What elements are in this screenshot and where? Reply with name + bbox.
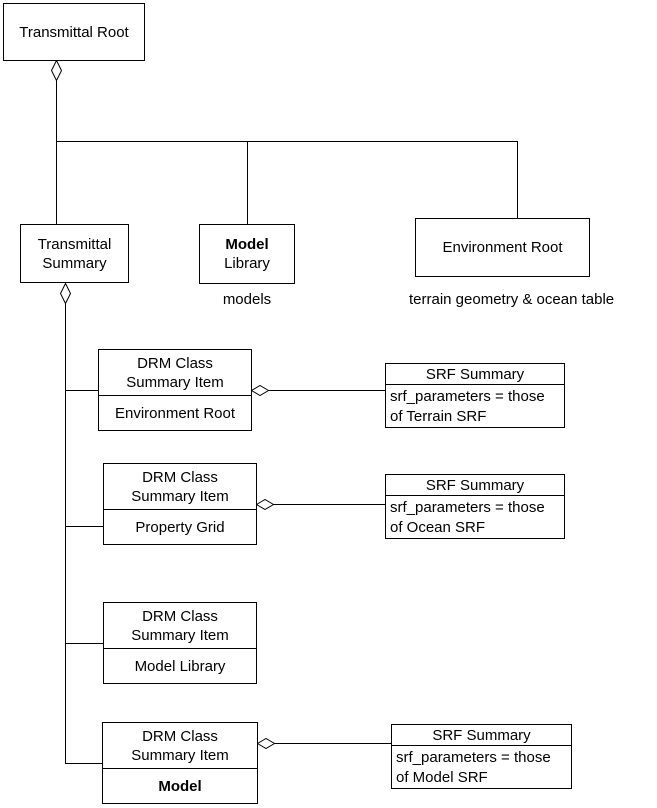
connector-branch-to-environment-root [517, 141, 518, 218]
drm-item-value-text: Property Grid [135, 518, 225, 536]
connector-summary-trunk [65, 302, 66, 764]
srf-body-line2: of Ocean SRF [390, 519, 486, 536]
srf-body-line2: of Model SRF [396, 769, 488, 786]
connector-trunk-to-drm-item-3 [65, 643, 103, 644]
drm-item-value-text: Model Library [134, 657, 226, 675]
transmittal-summary-label-line1: Transmittal [37, 235, 112, 253]
drm-item-value: Model [103, 769, 257, 803]
drm-class-summary-item-box-model: DRM Class Summary Item Model [102, 722, 258, 804]
drm-item-value: Model Library [104, 649, 256, 683]
connector-drm1-to-srf-terrain [268, 390, 385, 391]
annotation-terrain-geometry-ocean-table: terrain geometry & ocean table [409, 291, 615, 308]
aggregation-diamond-transmittal-root [51, 60, 62, 81]
srf-summary-body: srf_parameters = those of Ocean SRF [386, 496, 564, 538]
srf-summary-title: SRF Summary [386, 364, 564, 385]
drm-class-summary-item-box-property-grid: DRM Class Summary Item Property Grid [103, 463, 257, 545]
drm-item-value-text: Environment Root [114, 404, 236, 422]
srf-summary-body: srf_parameters = those of Terrain SRF [386, 385, 564, 427]
drm-item-value: Environment Root [99, 396, 251, 430]
class-box-transmittal-root: Transmittal Root [3, 3, 145, 61]
environment-root-label: Environment Root [442, 239, 563, 256]
drm-item-title: DRM Class Summary Item [104, 603, 256, 649]
aggregation-diamond-drm-item-4 [257, 738, 275, 749]
model-library-label-line1: Model [225, 236, 269, 253]
drm-item-title: DRM Class Summary Item [103, 723, 257, 769]
drm-class-summary-item-box-model-library: DRM Class Summary Item Model Library [103, 602, 257, 684]
drm-item-value-text: Model [158, 777, 202, 795]
connector-root-diamond-to-branch [56, 80, 57, 141]
srf-summary-title: SRF Summary [392, 725, 571, 746]
annotation-models: models [222, 291, 272, 308]
srf-summary-title: SRF Summary [386, 475, 564, 496]
connector-trunk-to-drm-item-4 [65, 763, 102, 764]
connector-branch-horizontal [56, 141, 518, 142]
drm-class-summary-item-box-environment-root: DRM Class Summary Item Environment Root [98, 349, 252, 431]
transmittal-summary-label-line2: Summary [42, 254, 107, 272]
aggregation-diamond-transmittal-summary [60, 283, 71, 304]
connector-trunk-to-drm-item-2 [65, 526, 103, 527]
drm-item-title-line2: Summary Item [131, 746, 229, 764]
srf-body-line1: srf_parameters = those [390, 388, 545, 405]
drm-item-title-line1: DRM Class [142, 727, 218, 745]
srf-body-line1: srf_parameters = those [396, 749, 551, 766]
srf-body-line2: of Terrain SRF [390, 408, 487, 425]
drm-item-title-line2: Summary Item [126, 373, 224, 391]
connector-branch-to-transmittal-summary [56, 141, 57, 224]
drm-item-title-line1: DRM Class [142, 468, 218, 486]
model-library-label-line2: Library [224, 255, 270, 272]
transmittal-root-label: Transmittal Root [19, 23, 129, 41]
srf-body-line1: srf_parameters = those [390, 499, 545, 516]
aggregation-diamond-drm-item-2 [256, 499, 274, 510]
class-box-model-library: Model Library [199, 224, 295, 284]
connector-branch-to-model-library [247, 141, 248, 224]
srf-summary-box-model: SRF Summary srf_parameters = those of Mo… [391, 724, 572, 789]
drm-item-title: DRM Class Summary Item [99, 350, 251, 396]
drm-item-title-line1: DRM Class [137, 354, 213, 372]
connector-trunk-to-drm-item-1 [65, 390, 98, 391]
class-box-environment-root: Environment Root [415, 218, 590, 277]
srf-summary-box-ocean: SRF Summary srf_parameters = those of Oc… [385, 474, 565, 539]
srf-summary-box-terrain: SRF Summary srf_parameters = those of Te… [385, 363, 565, 428]
drm-item-title-line2: Summary Item [131, 487, 229, 505]
drm-item-value: Property Grid [104, 510, 256, 544]
connector-drm2-to-srf-ocean [272, 504, 385, 505]
drm-item-title: DRM Class Summary Item [104, 464, 256, 510]
connector-drm4-to-srf-model [274, 743, 391, 744]
drm-item-title-line1: DRM Class [142, 607, 218, 625]
drm-item-title-line2: Summary Item [131, 626, 229, 644]
srf-summary-body: srf_parameters = those of Model SRF [392, 746, 571, 788]
aggregation-diamond-drm-item-1 [251, 385, 269, 396]
class-box-transmittal-summary: Transmittal Summary [20, 224, 129, 283]
